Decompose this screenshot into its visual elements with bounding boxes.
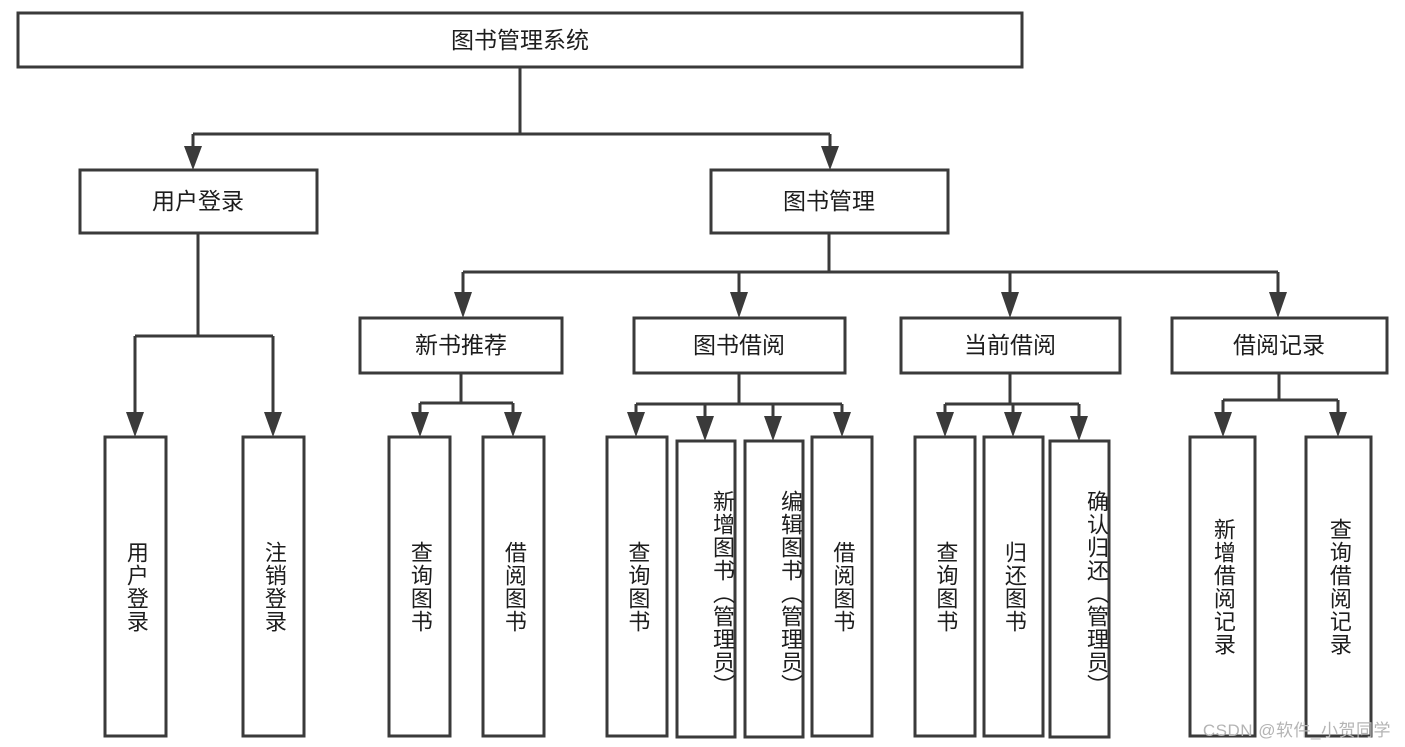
connector-book-manage-to-level3 bbox=[454, 233, 1287, 318]
node-current-borrow[interactable]: 当前借阅 bbox=[899, 316, 1122, 375]
leaf-box-current-borrow-1[interactable] bbox=[913, 435, 977, 738]
arrow-head-book-borrow-leaf-2 bbox=[696, 416, 714, 441]
connector-root-to-level2 bbox=[184, 67, 839, 170]
leaf-box-user-login-2[interactable] bbox=[241, 435, 306, 738]
arrow-head-book-borrow-leaf-4 bbox=[833, 412, 851, 437]
leaf-box-new-book-2[interactable] bbox=[481, 435, 546, 738]
arrow-head-to-book-manage bbox=[821, 146, 839, 170]
new-book-recommend-label: 新书推荐 bbox=[415, 332, 507, 358]
borrow-record-label: 借阅记录 bbox=[1233, 332, 1325, 358]
arrow-head-new-book-leaf-2 bbox=[504, 412, 522, 437]
node-user-login[interactable]: 用户登录 bbox=[78, 168, 319, 235]
root-box bbox=[16, 11, 1024, 69]
book-borrow-label: 图书借阅 bbox=[693, 332, 785, 358]
node-book-manage[interactable]: 图书管理 bbox=[709, 168, 950, 235]
leaf-box-borrow-record-1[interactable] bbox=[1188, 435, 1257, 738]
user-login-label: 用户登录 bbox=[152, 188, 244, 214]
connector-user-login-to-leaves bbox=[126, 233, 282, 437]
connector-book-borrow-to-leaves bbox=[627, 373, 851, 441]
arrow-head-book-borrow-leaf-3 bbox=[764, 416, 782, 441]
node-new-book-recommend[interactable]: 新书推荐 bbox=[358, 316, 564, 375]
connector-current-borrow-to-leaves bbox=[936, 373, 1088, 441]
leaf-box-user-login-1[interactable] bbox=[103, 435, 168, 738]
arrow-head-to-book-borrow bbox=[730, 292, 748, 318]
node-book-borrow[interactable]: 图书借阅 bbox=[632, 316, 847, 375]
node-root[interactable]: 图书管理系统 bbox=[16, 11, 1024, 69]
node-borrow-record[interactable]: 借阅记录 bbox=[1170, 316, 1389, 375]
arrow-head-new-book-leaf-1 bbox=[411, 412, 429, 437]
user-login-box bbox=[78, 168, 319, 235]
arrow-head-borrow-record-leaf-2 bbox=[1329, 412, 1347, 437]
leaf-box-current-borrow-3[interactable] bbox=[1048, 439, 1111, 739]
leaf-box-book-borrow-4[interactable] bbox=[810, 435, 874, 738]
arrow-head-current-borrow-leaf-2 bbox=[1004, 412, 1022, 437]
leaf-box-current-borrow-2[interactable] bbox=[982, 435, 1045, 738]
leaf-box-book-borrow-1[interactable] bbox=[605, 435, 669, 738]
leaf-box-book-borrow-3[interactable] bbox=[743, 439, 805, 739]
leaf-box-borrow-record-2[interactable] bbox=[1304, 435, 1373, 738]
arrow-head-to-user-login bbox=[184, 146, 202, 170]
leaf-box-new-book-1[interactable] bbox=[387, 435, 452, 738]
arrow-head-borrow-record-leaf-1 bbox=[1214, 412, 1232, 437]
arrow-head-to-current-borrow bbox=[1001, 292, 1019, 318]
csdn-watermark: CSDN @软件_小贺同学 bbox=[1202, 721, 1391, 740]
connector-borrow-record-to-leaves bbox=[1214, 373, 1347, 437]
current-borrow-box bbox=[899, 316, 1122, 375]
arrow-head-to-borrow-record bbox=[1269, 292, 1287, 318]
arrow-head-book-borrow-leaf-1 bbox=[627, 412, 645, 437]
arrow-head-current-borrow-leaf-3 bbox=[1070, 416, 1088, 441]
arrow-head-to-new-book bbox=[454, 292, 472, 318]
arrow-head-current-borrow-leaf-1 bbox=[936, 412, 954, 437]
current-borrow-label: 当前借阅 bbox=[964, 332, 1056, 358]
new-book-recommend-box bbox=[358, 316, 564, 375]
arrow-head-user-login-leaf-1 bbox=[126, 412, 144, 437]
connector-new-book-to-leaves bbox=[411, 373, 522, 437]
leaf-box-book-borrow-2[interactable] bbox=[675, 439, 737, 739]
arrow-head-user-login-leaf-2 bbox=[264, 412, 282, 437]
root-label: 图书管理系统 bbox=[451, 27, 589, 53]
book-manage-label: 图书管理 bbox=[783, 188, 875, 214]
